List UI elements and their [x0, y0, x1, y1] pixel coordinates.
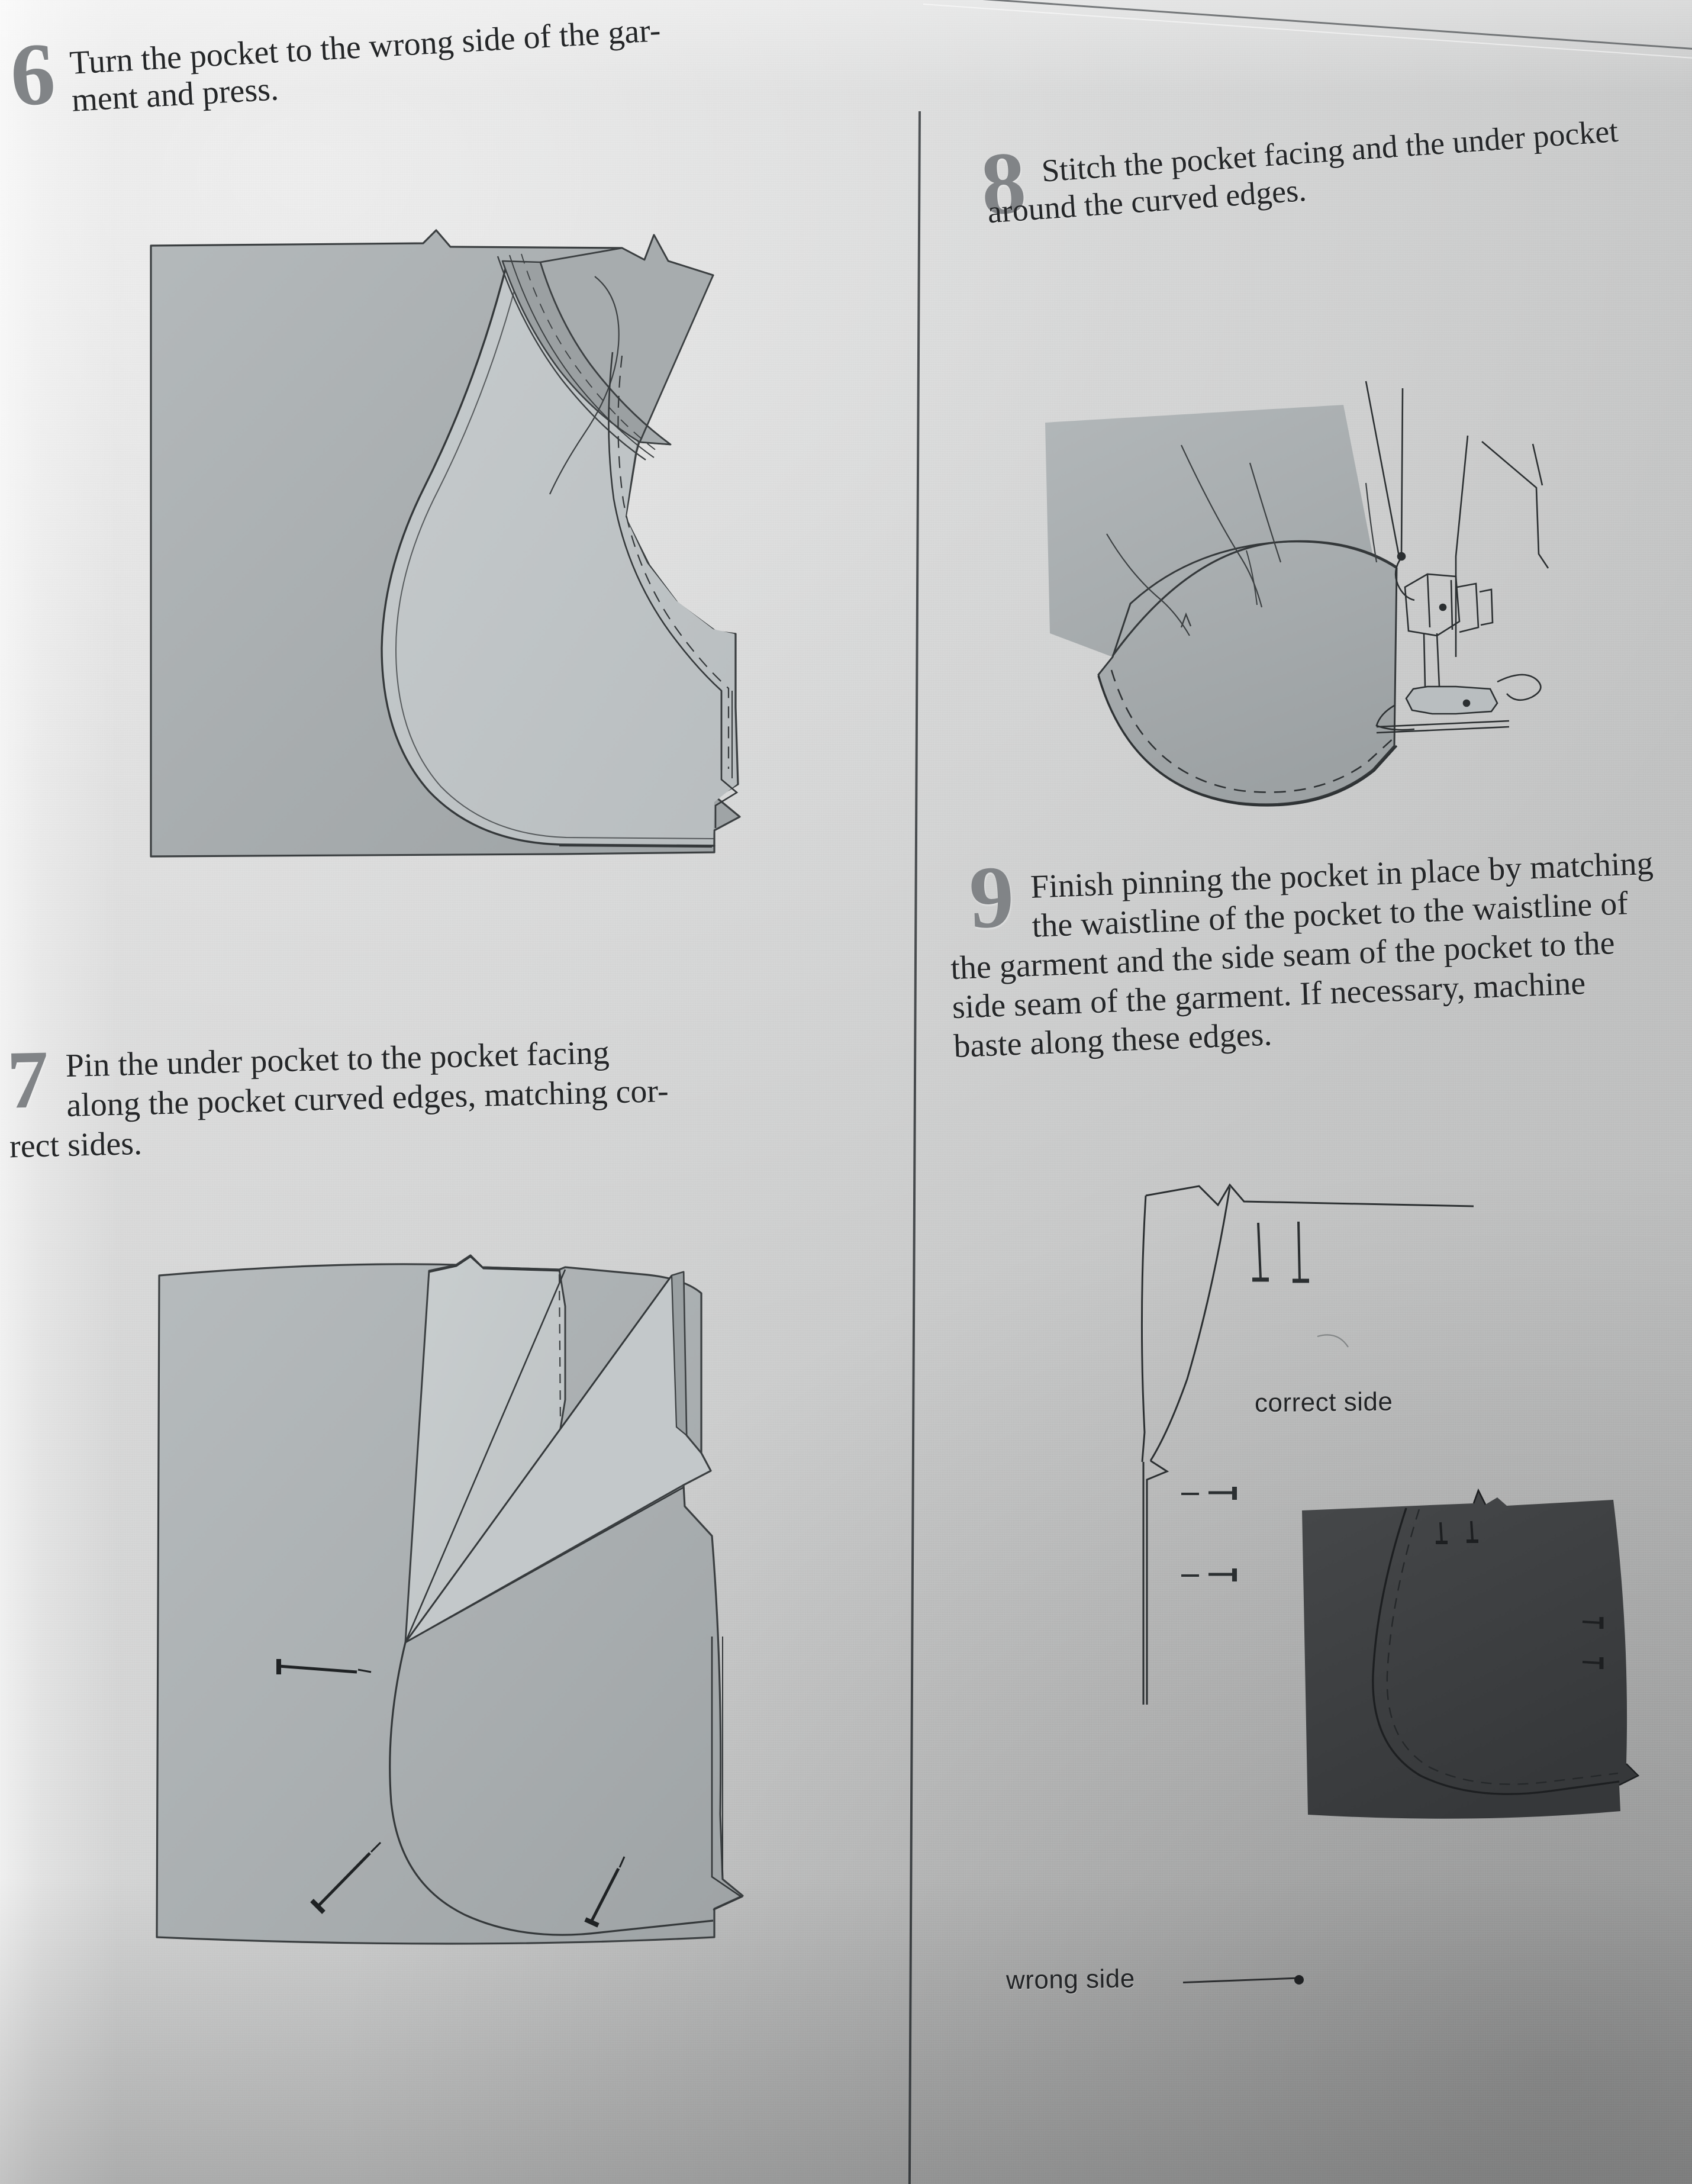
- wrong-side-label: wrong side: [1005, 1964, 1136, 1995]
- pin-marks-dark-top: [1436, 1521, 1478, 1544]
- wrong-side-leader-dot: [1294, 1975, 1304, 1985]
- step-7-line-3: rect sides.: [9, 1125, 143, 1165]
- pin-marks-top: [1252, 1221, 1309, 1283]
- pin-marks-dark-right: [1582, 1617, 1604, 1669]
- wrong-side-panel: [1302, 1492, 1637, 1819]
- step-7-number: 7: [6, 1033, 50, 1126]
- step-9-number: 9: [968, 847, 1016, 948]
- pin-group: [276, 1659, 626, 1928]
- step-7-text: Pin the under pocket to the pocket facin…: [9, 1026, 897, 1166]
- sewing-machine: [1365, 381, 1549, 734]
- step-9-illustration: [1140, 1183, 1692, 2060]
- step-9-text: Finish pinning the pocket in place by ma…: [950, 842, 1692, 1065]
- correct-side-outline: [1140, 1183, 1474, 1705]
- pin-marks-left: [1181, 1487, 1237, 1581]
- step-8-illustration: [1042, 379, 1574, 807]
- step-7-illustration: [151, 1254, 790, 1980]
- step-6-number: 6: [8, 24, 58, 125]
- correct-side-label: correct side: [1254, 1387, 1393, 1418]
- step-6-illustration: [145, 229, 772, 950]
